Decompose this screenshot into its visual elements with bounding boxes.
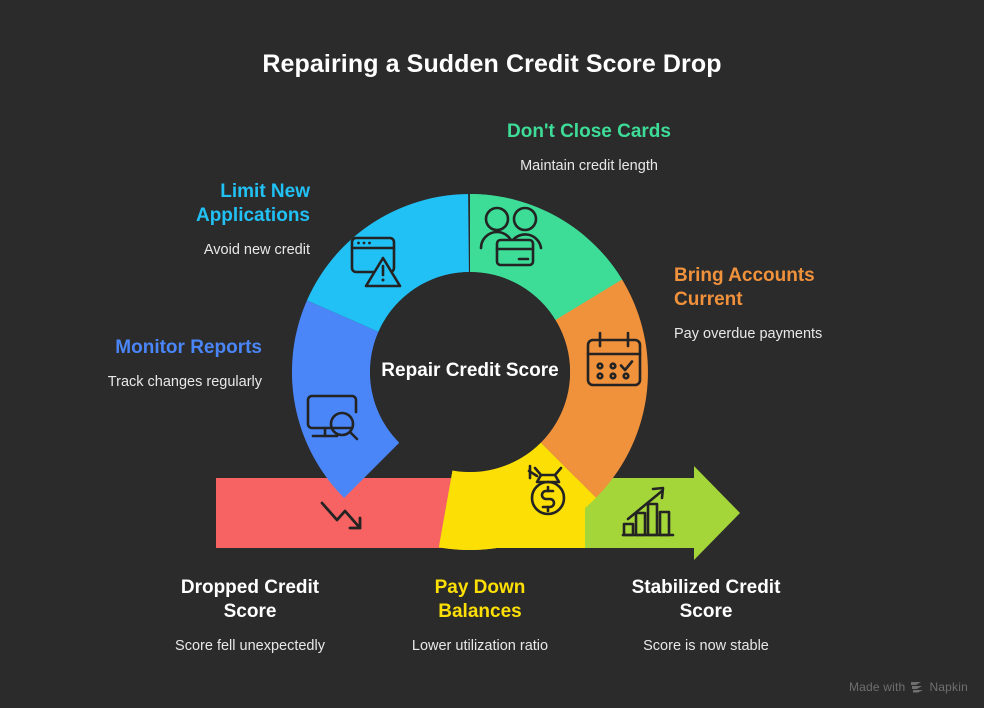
label-dont-close-cards-title: Don't Close Cards [507, 121, 671, 142]
label-bring-accounts-current-sub: Pay overdue payments [674, 326, 823, 342]
label-limit-new-applications: Limit New Applications Avoid new credit [118, 180, 310, 260]
monitor-search-icon [306, 394, 359, 441]
label-limit-new-applications-title-line2: Applications [195, 205, 310, 226]
label-dont-close-cards-sub: Maintain credit length [520, 158, 658, 174]
label-bring-accounts-current-title-line1: Bring Accounts [674, 265, 815, 286]
donut-center-hole [370, 272, 570, 472]
people-credit-card-icon [479, 206, 543, 267]
page-title: Repairing a Sudden Credit Score Drop [262, 50, 722, 78]
watermark-prefix: Made with [848, 680, 906, 694]
donut-segment-bring-accounts-current [470, 271, 648, 516]
calendar-check-icon [586, 331, 642, 387]
label-dont-close-cards: Don't Close Cards Maintain credit length [448, 120, 730, 176]
napkin-logo-icon [910, 681, 924, 693]
label-limit-new-applications-sub: Avoid new credit [203, 242, 310, 258]
label-pay-down-balances-title-line1: Pay Down [434, 577, 526, 598]
bar-chart-up-icon [621, 486, 675, 537]
watermark-brand: Napkin [929, 680, 968, 694]
watermark: Made with Napkin [849, 680, 968, 694]
trend-down-arrow-icon [320, 501, 362, 530]
label-pay-down-balances: Pay Down Balances Lower utilization rati… [380, 576, 580, 656]
label-monitor-reports-title: Monitor Reports [115, 337, 262, 358]
donut-segment-monitor-reports [291, 292, 470, 516]
label-monitor-reports: Monitor Reports Track changes regularly [42, 336, 262, 392]
label-stabilized-credit-score-title-line1: Stabilized Credit [631, 577, 781, 598]
label-bring-accounts-current-title-line2: Current [674, 289, 743, 310]
label-dropped-credit-score-title-line2: Score [223, 601, 277, 622]
browser-warning-icon [350, 236, 402, 288]
label-pay-down-balances-sub: Lower utilization ratio [411, 638, 549, 654]
label-monitor-reports-sub: Track changes regularly [107, 374, 262, 390]
label-dropped-credit-score-sub: Score fell unexpectedly [175, 638, 325, 654]
money-bag-icon [527, 464, 566, 516]
label-stabilized-credit-score-sub: Score is now stable [643, 638, 769, 654]
label-stabilized-credit-score-title-line2: Score [679, 601, 733, 622]
label-limit-new-applications-title-line1: Limit New [220, 181, 310, 202]
donut-center-label: Repair Credit Score [381, 360, 559, 381]
label-bring-accounts-current: Bring Accounts Current Pay overdue payme… [674, 264, 894, 344]
label-stabilized-credit-score: Stabilized Credit Score Score is now sta… [598, 576, 814, 656]
label-dropped-credit-score: Dropped Credit Score Score fell unexpect… [140, 576, 360, 656]
label-pay-down-balances-title-line2: Balances [438, 601, 522, 622]
label-dropped-credit-score-title-line1: Dropped Credit [180, 577, 320, 598]
